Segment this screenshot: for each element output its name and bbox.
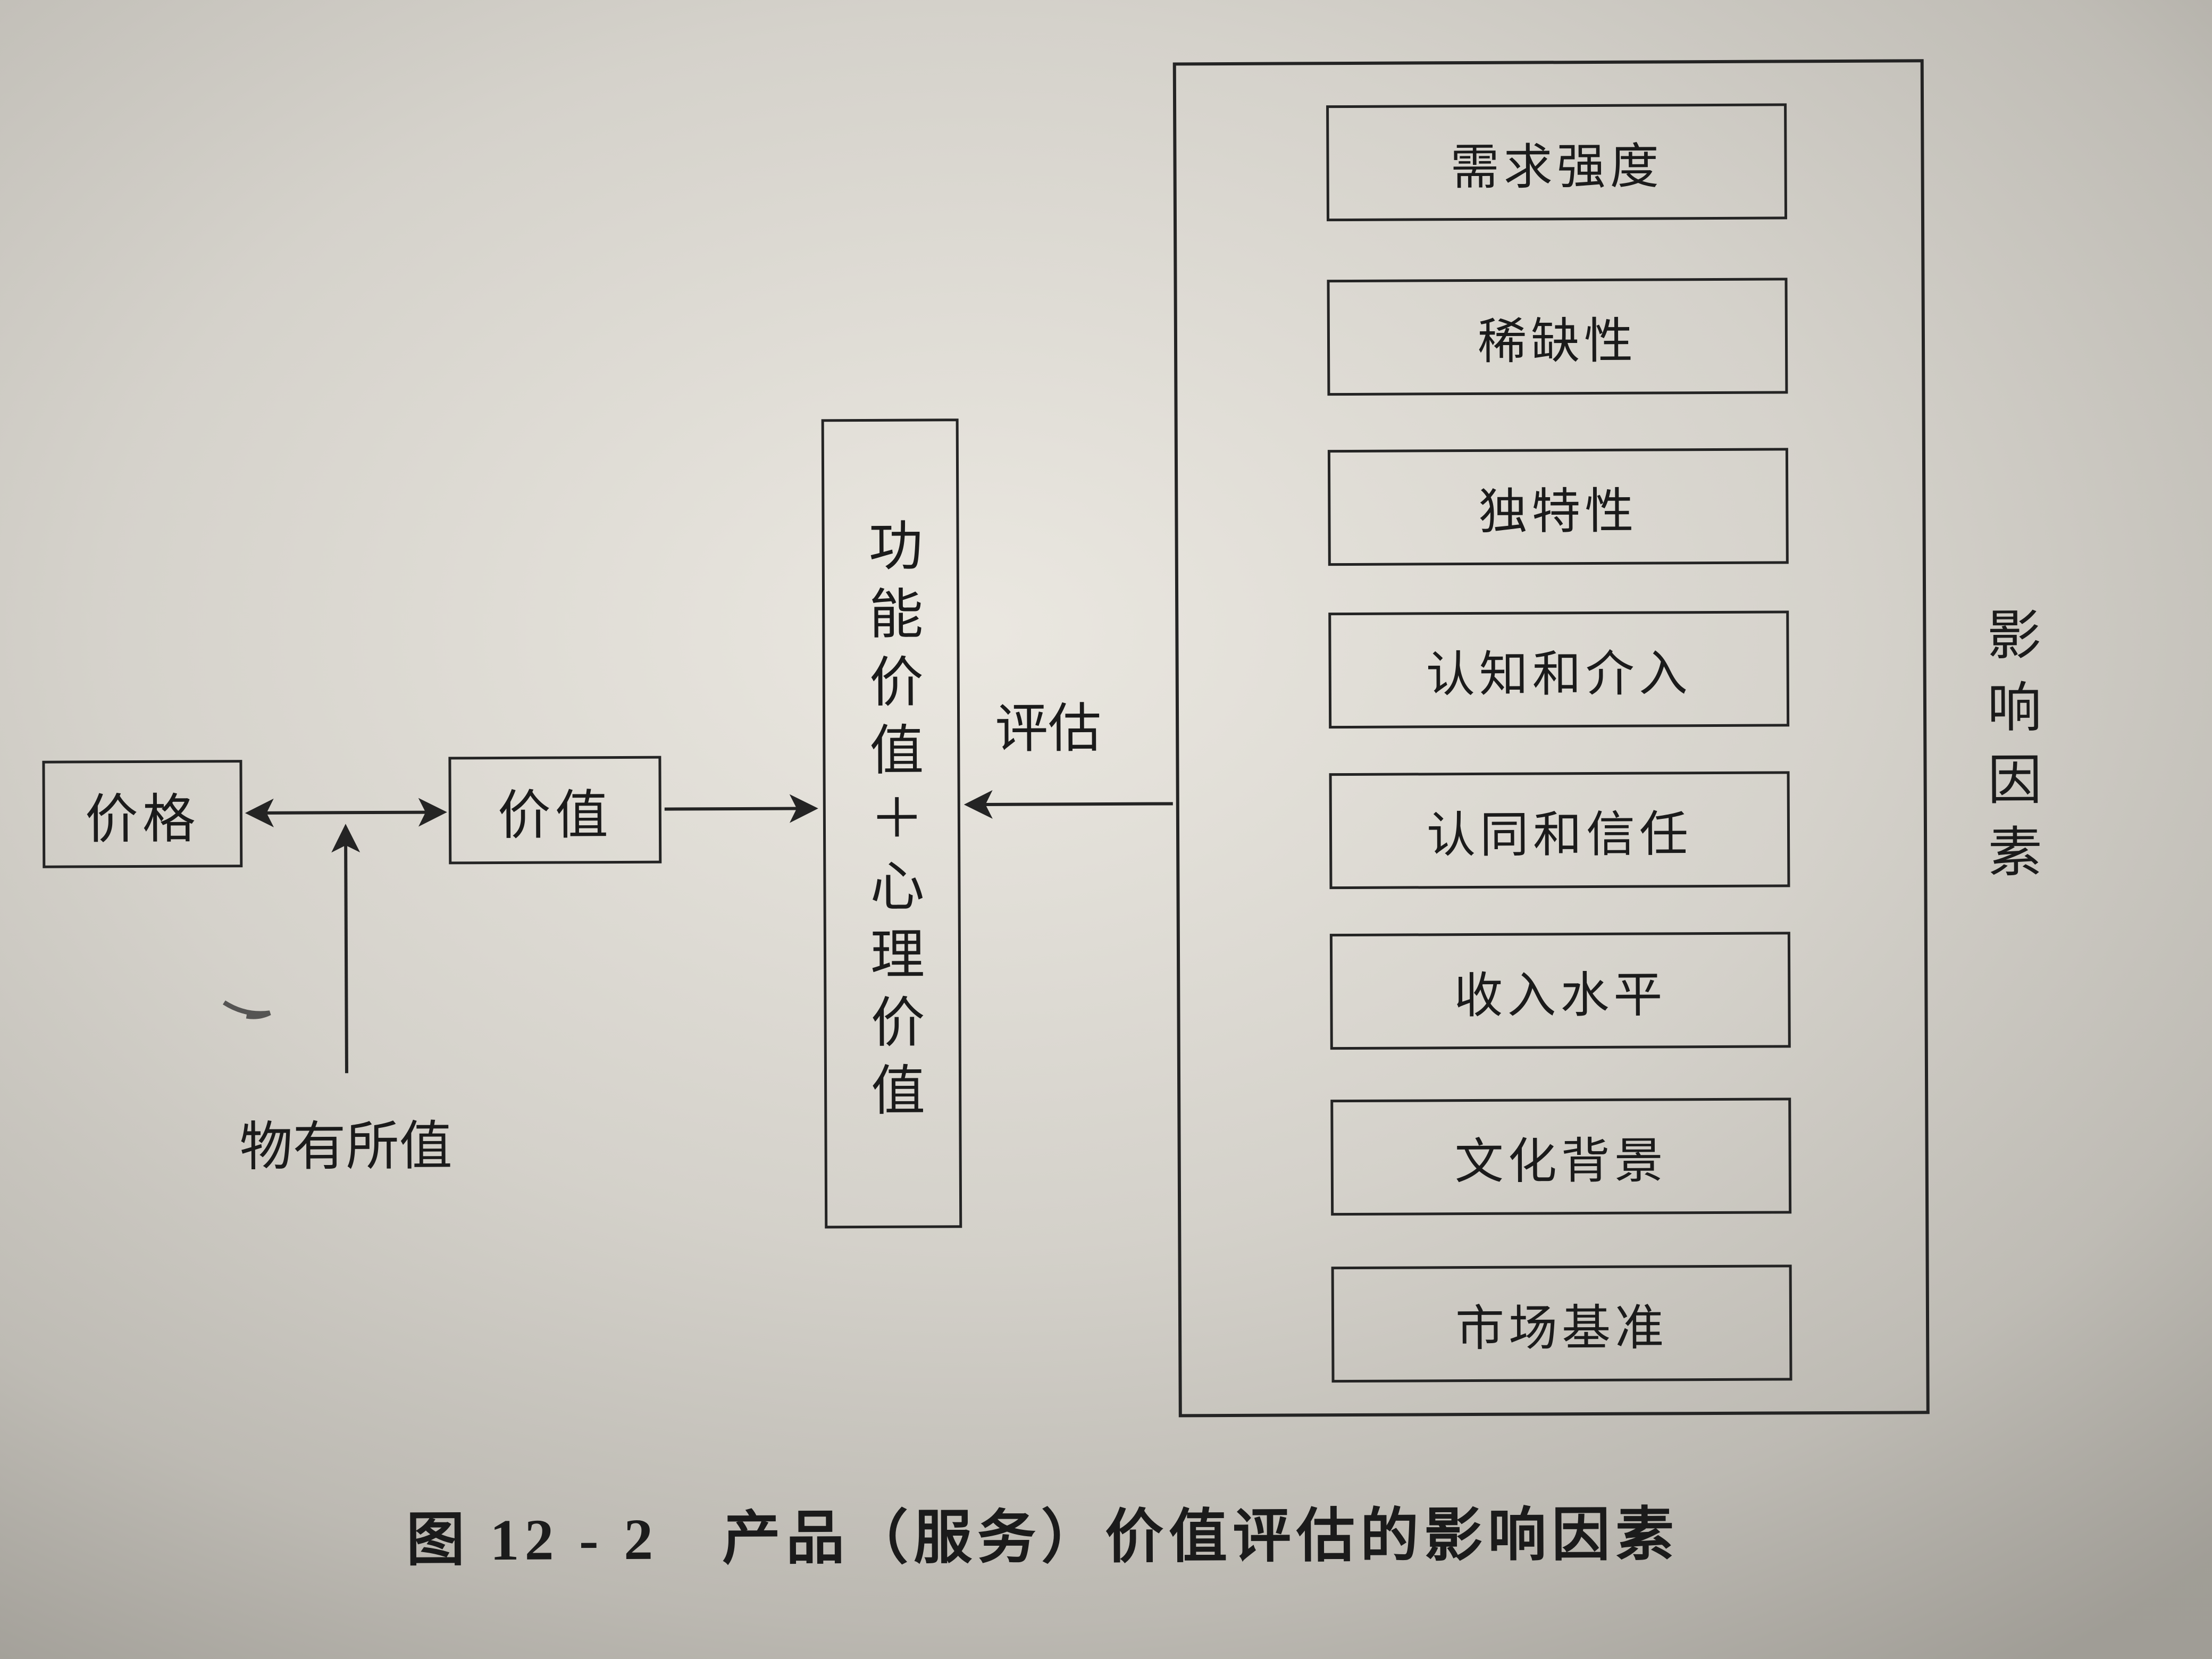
price-value-double-arrow [245, 798, 447, 827]
factor-label: 稀缺性 [1477, 314, 1638, 369]
value-label: 价值 [497, 785, 613, 845]
influencing-factors-label: 影响因素 [1979, 606, 2040, 896]
figure-caption: 图 12 - 2 产品（服务）价值评估的影响因素 [406, 1502, 1680, 1573]
value-for-money-up-arrow [331, 824, 361, 1074]
value-for-money-label: 物有所值 [239, 1117, 453, 1177]
factor-box-demand-intensity: 需求强度 [1326, 103, 1788, 222]
evaluation-label: 评估 [994, 699, 1102, 759]
factor-label: 文化背景 [1454, 1133, 1668, 1189]
factor-box-identification-trust: 认同和信任 [1329, 771, 1790, 890]
factor-label: 收入水平 [1454, 967, 1667, 1023]
factor-label: 认同和信任 [1426, 807, 1693, 862]
price-box: 价格 [42, 760, 243, 868]
factor-box-cognition-involvement: 认知和介入 [1328, 610, 1790, 729]
factor-label: 独特性 [1478, 484, 1638, 539]
factor-box-income-level: 收入水平 [1329, 932, 1791, 1050]
combined-value-label: 功能价值＋心理价值 [860, 517, 923, 1130]
factor-box-uniqueness: 独特性 [1327, 448, 1789, 566]
combined-value-box: 功能价值＋心理价值 [821, 418, 962, 1229]
factor-label: 市场基准 [1455, 1300, 1669, 1356]
factor-box-market-benchmark: 市场基准 [1331, 1264, 1792, 1383]
value-box: 价值 [448, 756, 662, 865]
price-label: 价格 [85, 789, 200, 849]
value-to-combined-arrow [664, 794, 818, 823]
factor-box-scarcity: 稀缺性 [1327, 278, 1788, 396]
ink-smudge [222, 1000, 271, 1019]
factor-label: 需求强度 [1450, 139, 1663, 195]
factor-label: 认知和介入 [1426, 646, 1692, 702]
factor-box-cultural-background: 文化背景 [1330, 1097, 1792, 1216]
factors-to-combined-arrow [963, 790, 1173, 819]
